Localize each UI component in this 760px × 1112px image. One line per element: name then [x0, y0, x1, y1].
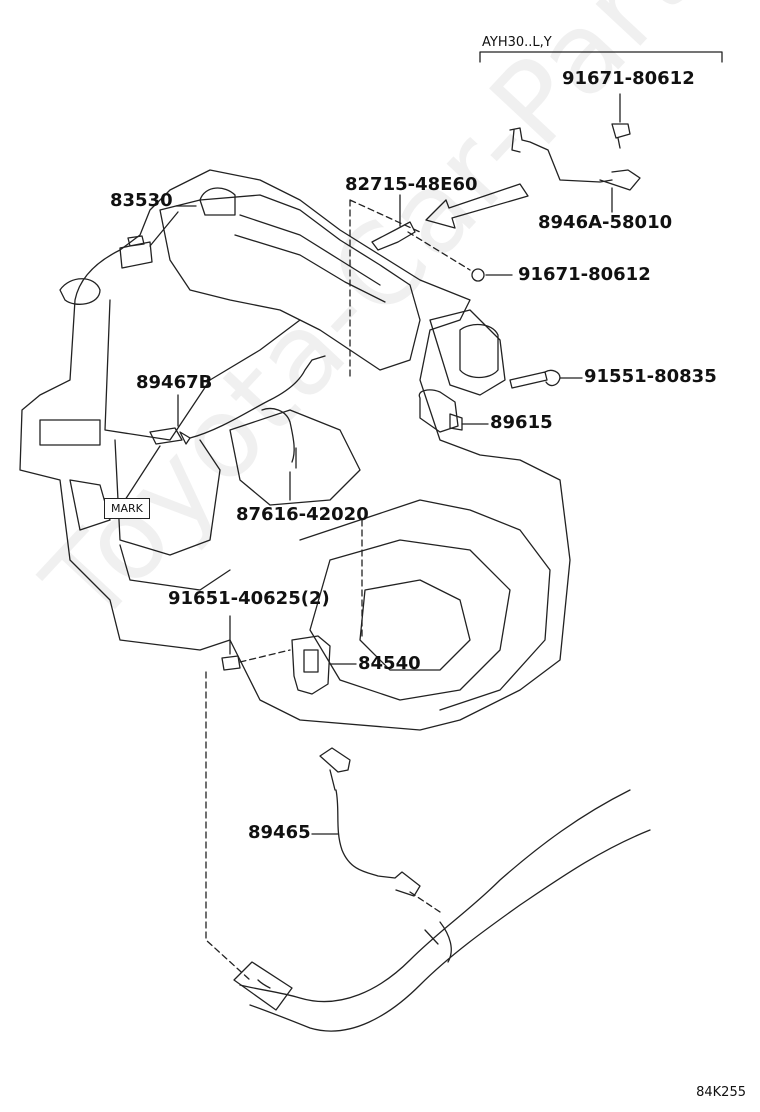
- oil-pressure-switch: [119, 235, 153, 269]
- bracket-82715: [371, 221, 416, 251]
- part-label-91671-top[interactable]: 91671-80612: [562, 68, 695, 89]
- variant-bracket: [479, 51, 723, 63]
- bolt-91671-top: [611, 123, 631, 149]
- part-label-83530[interactable]: 83530: [110, 190, 173, 211]
- harness-87616: [261, 407, 297, 469]
- part-label-87616[interactable]: 87616-42020: [236, 504, 369, 525]
- wire-89467B: [189, 355, 326, 439]
- part-label-8946A[interactable]: 8946A-58010: [538, 212, 673, 233]
- sensor-89465: [319, 747, 421, 897]
- direction-arrow: [425, 183, 529, 229]
- bolt-91671-mid: [471, 268, 485, 282]
- mark-label: MARK: [111, 502, 143, 515]
- dash-91651: [205, 649, 291, 981]
- part-label-89467B[interactable]: 89467B: [136, 372, 213, 393]
- exhaust-pipe: [233, 789, 651, 1032]
- part-label-89615[interactable]: 89615: [490, 412, 553, 433]
- sensor-89467B: [149, 427, 191, 445]
- leader-mark: [124, 445, 161, 501]
- speed-sensor-84540: [291, 635, 331, 695]
- part-label-91671-mid[interactable]: 91671-80612: [518, 264, 651, 285]
- part-label-91551[interactable]: 91551-80835: [584, 366, 717, 387]
- part-label-91651[interactable]: 91651-40625(2): [168, 588, 330, 609]
- mark-box: MARK: [104, 498, 150, 519]
- bolt-91551: [509, 369, 561, 389]
- engine-block: [19, 169, 571, 731]
- bolt-91651: [221, 655, 241, 671]
- variant-label: AYH30..L,Y: [482, 35, 552, 50]
- part-label-84540[interactable]: 84540: [358, 653, 421, 674]
- dash-89465: [409, 891, 441, 913]
- diagram-code: 84K255: [696, 1085, 746, 1100]
- dash-82715: [349, 199, 471, 381]
- leader-83530: [149, 205, 197, 247]
- part-label-89465[interactable]: 89465: [248, 822, 311, 843]
- knock-sensor: [418, 389, 463, 433]
- part-label-82715[interactable]: 82715-48E60: [345, 174, 478, 195]
- wire-8946A: [509, 127, 641, 191]
